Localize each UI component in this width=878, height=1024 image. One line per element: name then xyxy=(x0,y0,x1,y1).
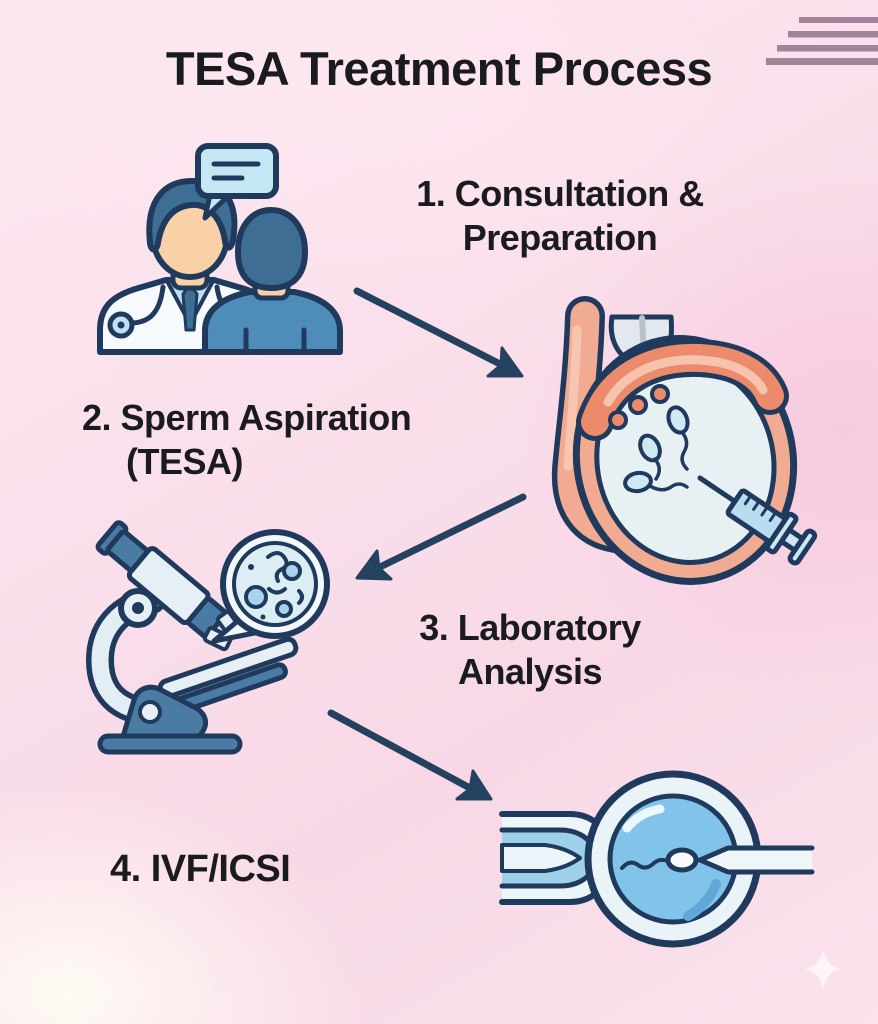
step-3-line2: Analysis xyxy=(457,651,603,692)
stripe xyxy=(799,17,878,23)
step-3-line1: 3. Laboratory xyxy=(419,607,641,648)
corner-stripes-decoration xyxy=(766,17,878,65)
egg-icsi-injection-icon xyxy=(499,770,815,948)
arrow-step1-to-step2 xyxy=(353,287,524,378)
step-1-line1: 1. Consultation & xyxy=(416,173,704,214)
stripe xyxy=(766,58,878,65)
page-title: TESA Treatment Process xyxy=(165,42,713,95)
doctor-patient-consultation-icon xyxy=(97,143,343,355)
stripe xyxy=(777,45,878,52)
sparkle-decoration xyxy=(805,949,841,989)
aspiration-syringe-icon xyxy=(697,475,818,566)
step-2-line2: (TESA) xyxy=(126,441,244,482)
petri-dish-callout-icon xyxy=(211,529,330,644)
sperm-cells xyxy=(623,405,690,494)
stripe xyxy=(788,31,878,38)
microscope-petri-dish-icon xyxy=(86,520,330,755)
arrow-step2-to-step3 xyxy=(355,493,527,581)
step-2-line1: 2. Sperm Aspiration xyxy=(82,397,412,438)
arrow-step3-to-step4 xyxy=(327,709,493,801)
step-4-line1: 4. IVF/ICSI xyxy=(110,848,291,890)
speech-bubble-icon xyxy=(195,143,279,221)
step-2-label: 2. Sperm Aspiration (TESA) xyxy=(82,396,412,484)
step-1-label: 1. Consultation & Preparation xyxy=(380,172,740,260)
step-1-line2: Preparation xyxy=(462,217,658,258)
step-4-label: 4. IVF/ICSI xyxy=(110,846,291,892)
testicle-needle-aspiration-icon xyxy=(551,296,818,585)
step-3-label: 3. Laboratory Analysis xyxy=(392,606,668,694)
